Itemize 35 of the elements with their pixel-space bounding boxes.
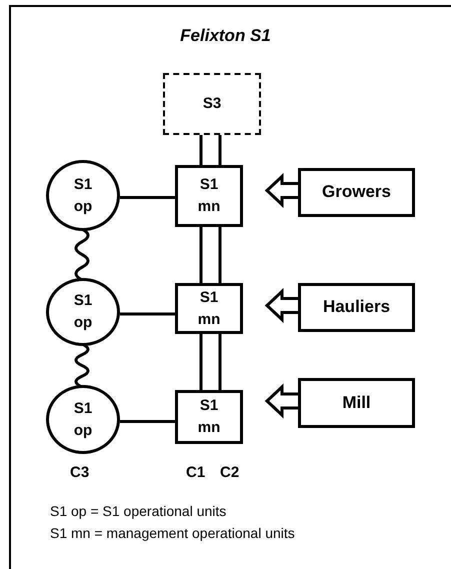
node-label: S1 op <box>72 291 94 333</box>
node-label: Mill <box>342 392 371 414</box>
connector-line <box>120 196 175 199</box>
node-label: S3 <box>202 94 222 114</box>
management-box <box>175 390 243 444</box>
node-label: Hauliers <box>322 296 390 318</box>
management-box <box>175 165 243 227</box>
column-label: C2 <box>220 464 240 481</box>
node-label: S1 mn <box>196 175 222 217</box>
node-label: S1 mn <box>196 396 222 438</box>
legend-note: S1 op = S1 operational units <box>50 503 226 519</box>
node-label: S1 mn <box>196 288 222 330</box>
hollow-arrow <box>264 173 300 208</box>
dashed-box <box>163 73 261 135</box>
node-label: Growers <box>322 181 391 204</box>
management-box <box>175 283 243 334</box>
connector-line <box>200 227 202 283</box>
connector-line <box>120 312 175 316</box>
input-box <box>298 283 415 332</box>
node-label: S1 op <box>72 174 94 216</box>
connector-line <box>218 334 222 390</box>
node-label: S1 op <box>72 398 94 440</box>
connector-line <box>120 420 175 423</box>
input-box <box>298 168 415 217</box>
connector-line <box>218 135 222 165</box>
connector-line <box>200 135 202 165</box>
connector-line <box>200 334 202 390</box>
column-label: C3 <box>70 464 90 481</box>
hollow-arrow <box>264 288 300 323</box>
diagram-title: Felixton S1 <box>179 26 272 46</box>
input-box <box>298 378 415 428</box>
connector-line <box>218 227 222 283</box>
column-label: C1 <box>186 464 206 481</box>
legend-note: S1 mn = management operational units <box>50 525 295 541</box>
hollow-arrow <box>264 384 300 418</box>
